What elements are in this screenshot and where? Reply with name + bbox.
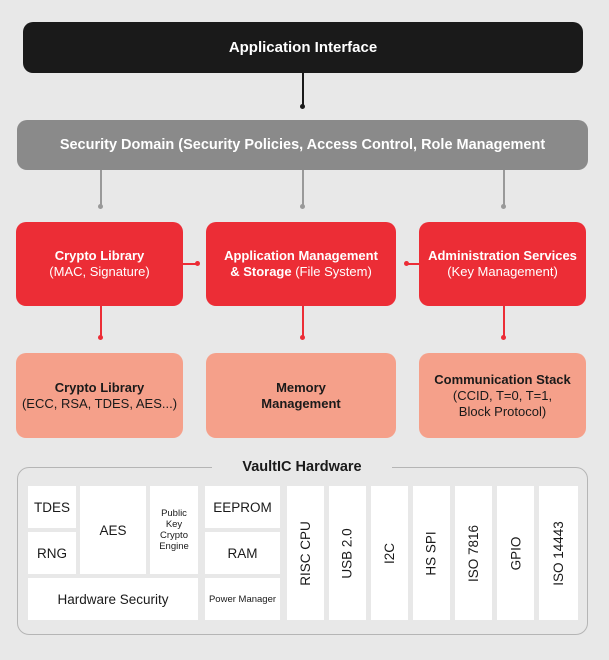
crypto-library-box: Crypto Library (MAC, Signature) — [16, 222, 183, 306]
connector-dot — [300, 204, 305, 209]
app-management-subtitle: (File System) — [291, 264, 372, 279]
app-management-title: Application Management — [224, 248, 378, 263]
connector-security-crypto — [100, 170, 102, 206]
pk-line3: Crypto — [160, 530, 188, 541]
hs-spi-cell: HS SPI — [413, 486, 450, 620]
gpio-cell: GPIO — [497, 486, 534, 620]
i2c-label: I2C — [381, 542, 397, 564]
aes-cell: AES — [80, 486, 146, 574]
administration-services-subtitle: (Key Management) — [447, 264, 558, 279]
eeprom-cell: EEPROM — [205, 486, 280, 528]
connector-dot — [300, 104, 305, 109]
communication-stack-box: Communication Stack (CCID, T=0, T=1, Blo… — [419, 353, 586, 438]
usb-cell: USB 2.0 — [329, 486, 366, 620]
hardware-title: VaultIC Hardware — [212, 456, 392, 478]
crypto-library-algos-subtitle: (ECC, RSA, TDES, AES...) — [21, 395, 178, 411]
gpio-label: GPIO — [507, 536, 523, 570]
application-management-box: Application Management & Storage (File S… — [206, 222, 396, 306]
hs-spi-label: HS SPI — [424, 530, 440, 576]
connector-admin-comm — [503, 306, 505, 337]
connector-dot — [501, 204, 506, 209]
connector-dot — [300, 335, 305, 340]
application-interface-label: Application Interface — [228, 39, 378, 56]
connector-appmgmt-memory — [302, 306, 304, 337]
tdes-cell: TDES — [28, 486, 76, 528]
pk-line2: Key — [165, 519, 183, 530]
risc-cpu-label: RISC CPU — [298, 520, 314, 586]
app-management-title-2: & Storage — [230, 264, 292, 279]
connector-security-admin — [503, 170, 505, 206]
public-key-engine-cell: Public Key Crypto Engine — [150, 486, 198, 574]
communication-stack-line1: (CCID, T=0, T=1, — [452, 387, 553, 403]
pk-line1: Public — [161, 508, 187, 519]
iso14443-label: ISO 14443 — [551, 520, 567, 586]
iso7816-label: ISO 7816 — [466, 524, 482, 582]
connector-app-security — [302, 73, 304, 106]
connector-dot — [501, 335, 506, 340]
connector-crypto-cryptolib2 — [100, 306, 102, 337]
administration-services-box: Administration Services (Key Management) — [419, 222, 586, 306]
risc-cpu-cell: RISC CPU — [287, 486, 324, 620]
crypto-library-algos-title: Crypto Library — [54, 379, 145, 395]
connector-dot — [195, 261, 200, 266]
connector-crypto-appmgmt — [183, 263, 196, 265]
i2c-cell: I2C — [371, 486, 408, 620]
communication-stack-title: Communication Stack — [434, 371, 571, 387]
rng-cell: RNG — [28, 532, 76, 574]
crypto-library-subtitle: (MAC, Signature) — [49, 264, 150, 279]
iso14443-cell: ISO 14443 — [539, 486, 578, 620]
usb-label: USB 2.0 — [340, 527, 355, 579]
connector-dot — [404, 261, 409, 266]
application-interface-box: Application Interface — [23, 22, 583, 73]
connector-dot — [98, 204, 103, 209]
crypto-library-title: Crypto Library — [54, 248, 145, 263]
memory-management-title-2: Management — [261, 395, 341, 411]
ram-cell: RAM — [205, 532, 280, 574]
connector-dot — [98, 335, 103, 340]
iso7816-cell: ISO 7816 — [455, 486, 492, 620]
crypto-library-algos-box: Crypto Library (ECC, RSA, TDES, AES...) — [16, 353, 183, 438]
hardware-security-cell: Hardware Security — [28, 578, 198, 620]
connector-appmgmt-admin — [408, 263, 419, 265]
administration-services-title: Administration Services — [428, 248, 577, 263]
memory-management-box: Memory Management — [206, 353, 396, 438]
communication-stack-line2: Block Protocol) — [458, 403, 547, 419]
security-domain-label: Security Domain (Security Policies, Acce… — [59, 137, 546, 153]
power-manager-cell: Power Manager — [205, 578, 280, 620]
connector-security-appmgmt — [302, 170, 304, 206]
security-domain-box: Security Domain (Security Policies, Acce… — [17, 120, 588, 170]
memory-management-title: Memory — [276, 379, 326, 395]
pk-line4: Engine — [159, 541, 189, 552]
